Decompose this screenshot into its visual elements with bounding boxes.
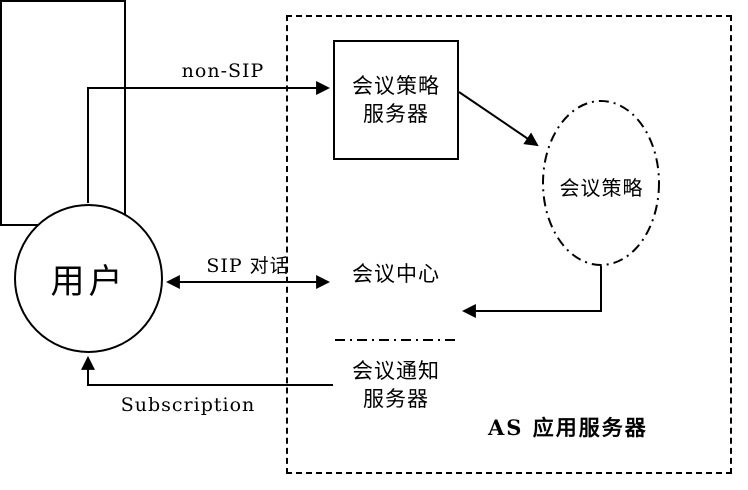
subscription-connector [81,355,333,386]
conference-center-label: 会议中心 [352,261,440,286]
ellipse-to-center-connector [461,266,602,318]
notification-server-label-line2: 服务器 [363,386,429,411]
as-server-container [286,15,732,474]
policy-server-to-ellipse-connector [458,91,539,147]
notification-server-label-line1: 会议通知 [352,359,440,384]
subscription-label: Subscription [120,394,256,416]
policy-server-box: 会议策略 服务器 [333,40,459,160]
non-sip-label: non-SIP [181,60,265,82]
as-server-label: AS 应用服务器 [488,415,648,440]
policy-ellipse [542,100,660,266]
user-label: 用户 [50,262,127,302]
notification-server-section: 会议通知 服务器 [333,340,459,431]
policy-ellipse-label: 会议策略 [559,176,644,200]
non-sip-connector [87,81,331,203]
user-circle: 用户 [14,204,163,353]
policy-server-label-line1: 会议策略 [352,73,440,98]
sip-dialog-label: SIP 对话 [206,255,290,277]
policy-server-label-line2: 服务器 [363,102,429,126]
